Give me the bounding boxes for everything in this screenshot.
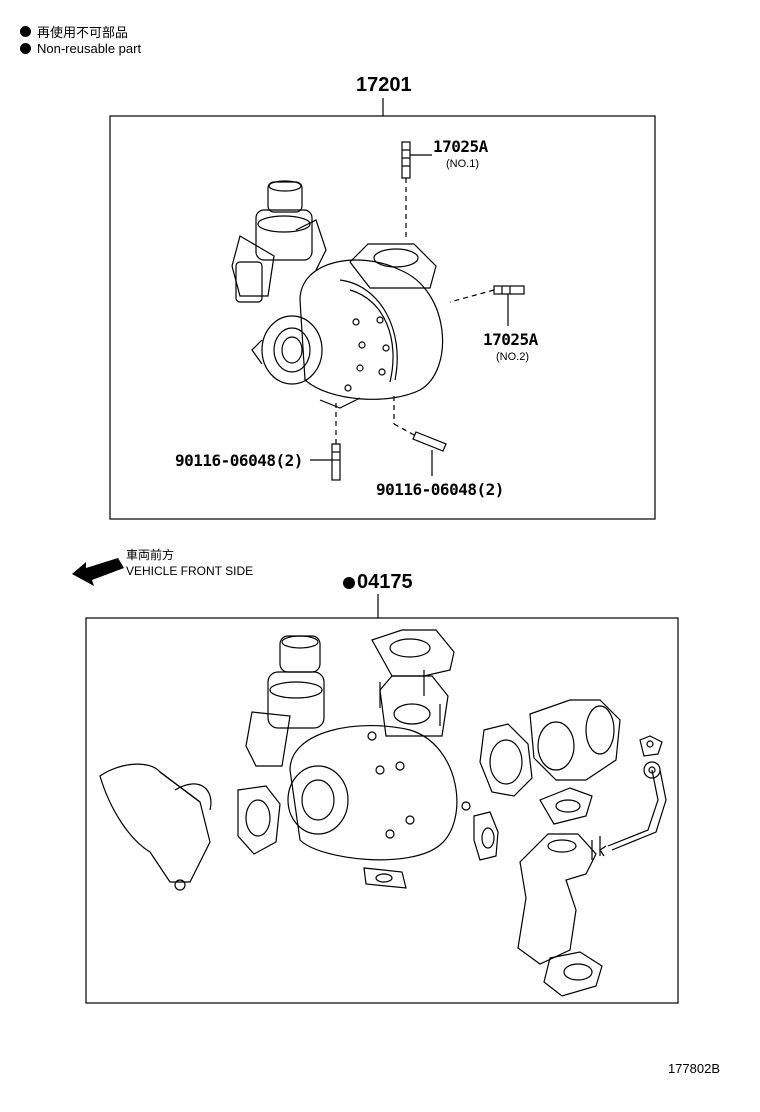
front-direction-arrow-icon: [72, 558, 124, 586]
kit-drawing: [99, 629, 667, 997]
legend-jp-text: 再使用不可部品: [37, 25, 129, 40]
bullet-icon: [20, 43, 31, 54]
legend-en-text: Non-reusable part: [37, 41, 142, 56]
stud-right-part-number: 17025A: [483, 330, 538, 349]
front-direction-en: VEHICLE FRONT SIDE: [126, 564, 254, 578]
stud-top-sub-label: (NO.1): [446, 158, 479, 170]
front-direction-jp: 車両前方: [126, 548, 175, 562]
stud-top-part-number: 17025A: [433, 137, 488, 156]
stud-bottom-left: [310, 400, 341, 481]
stud-top: [401, 141, 432, 240]
stud-bottom-left-part-number: 90116-06048(2): [175, 451, 303, 470]
stud-right-sub-label: (NO.2): [496, 351, 529, 363]
diagram-code: 177802B: [667, 1061, 720, 1076]
legend-non-reusable-en: Non-reusable part: [20, 41, 141, 56]
stud-bottom-right-part-number: 90116-06048(2): [376, 480, 504, 499]
legend-non-reusable-jp: 再使用不可部品: [20, 22, 128, 41]
assembly-part-number: 17201: [356, 74, 412, 96]
non-reusable-marker-icon: [343, 577, 355, 589]
kit-frame: [85, 617, 679, 1004]
stud-right: [449, 285, 525, 326]
stud-bottom-right: [393, 396, 447, 476]
turbocharger-drawing: [231, 180, 444, 409]
bullet-icon: [20, 26, 31, 37]
kit-part-number: 04175: [357, 571, 413, 593]
